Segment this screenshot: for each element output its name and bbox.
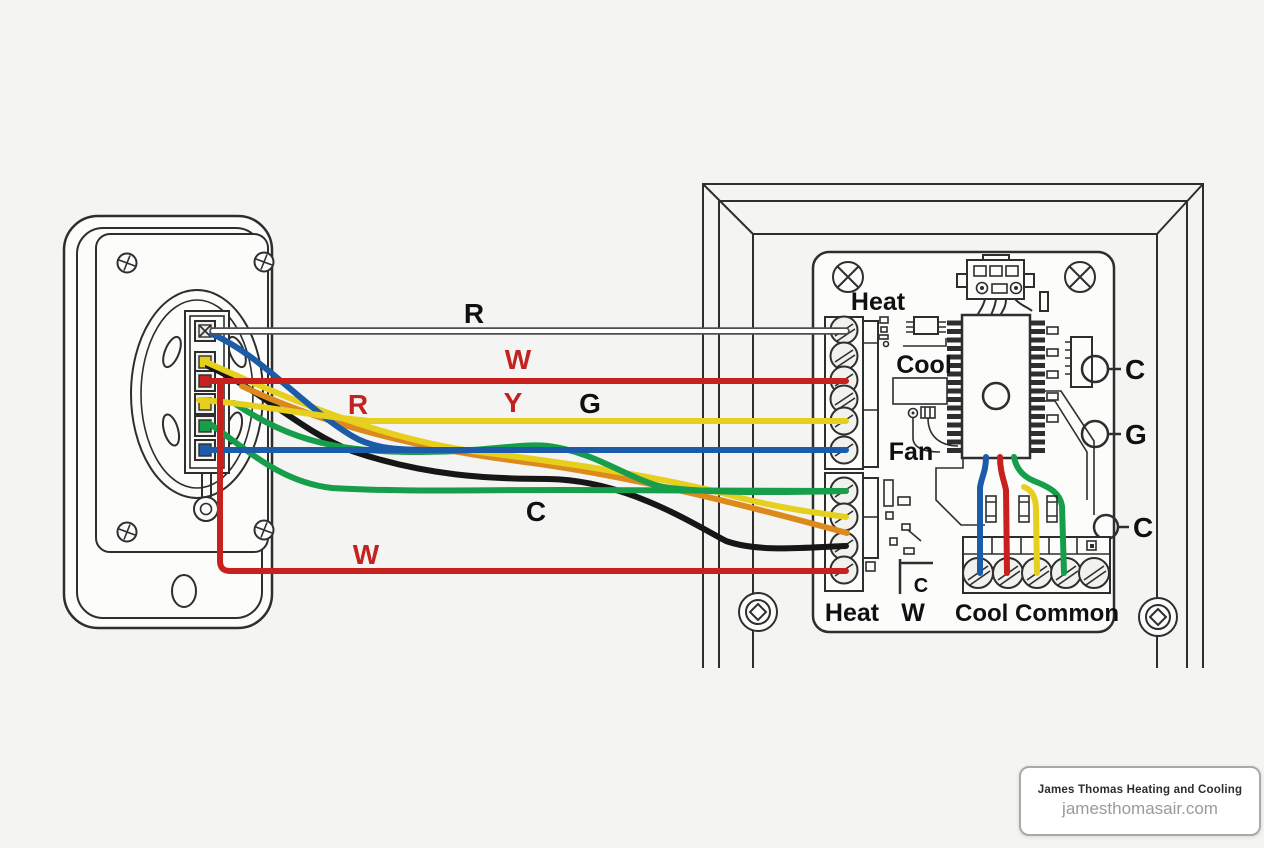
label-c: C [526, 496, 546, 527]
board-screw-top-left [832, 261, 864, 293]
mounting-tab [193, 473, 219, 522]
wire-green-lower [207, 421, 849, 494]
terminal-c-lower-label: C [1133, 512, 1153, 543]
c-bracket: C [898, 559, 933, 597]
board-wire-yellow [1021, 484, 1040, 576]
wall-screw-left [738, 592, 778, 632]
label-cool-common: Cool Common [955, 600, 1119, 627]
terminal-g-label: G [1125, 419, 1147, 450]
board-wire-green [1011, 454, 1067, 576]
fuse-clips [985, 495, 1058, 523]
screw-terminals-upper [829, 315, 859, 465]
wall-screw-right [1138, 597, 1178, 637]
terminal-3 [194, 370, 216, 392]
terminal-g: G [1080, 419, 1147, 450]
branding-card: James Thomas Heating and Cooling jamesth… [1019, 766, 1261, 836]
plate-screws [116, 251, 275, 543]
label-y: Y [504, 387, 523, 418]
wires [196, 327, 1067, 576]
board-wire-red [997, 454, 1010, 576]
plate-bottom-hole [171, 574, 197, 608]
label-w-bottom: W [901, 599, 925, 627]
label-cool: Cool [896, 351, 952, 379]
wire-black [205, 363, 849, 552]
label-heat-top: Heat [851, 288, 906, 316]
small-ic [906, 316, 946, 335]
thermostat-backplate [62, 214, 275, 630]
label-c-small: C [914, 575, 928, 597]
label-r-top: R [464, 298, 484, 329]
label-g: G [579, 388, 601, 419]
tiny-components-mid [883, 479, 922, 555]
label-r-mid: R [348, 389, 368, 420]
ic-chip [947, 313, 1059, 460]
wire-labels: R W R Y G C W [348, 298, 601, 570]
terminal-c-upper-label: C [1125, 354, 1145, 385]
board-traces-left [892, 338, 959, 453]
label-fan: Fan [889, 438, 933, 466]
board-traces-right [935, 390, 1095, 526]
wire-red-loop [217, 380, 849, 574]
plug-connector [956, 254, 1049, 317]
label-heat-bottom: Heat [825, 599, 880, 627]
board-wire-blue [977, 454, 989, 576]
right-component [1065, 336, 1093, 388]
terminal-c-upper: C [1080, 354, 1145, 385]
company-website: jamesthomasair.com [1062, 798, 1218, 818]
label-w-upper: W [505, 344, 532, 375]
control-board: C G C [811, 250, 1153, 634]
wire-blue-curve [209, 331, 433, 453]
label-w-lower: W [353, 539, 380, 570]
terminal-6 [194, 439, 216, 461]
terminal-strip-upper [824, 315, 879, 470]
board-screw-top-right [1064, 261, 1096, 293]
company-name: James Thomas Heating and Cooling [1037, 783, 1243, 796]
